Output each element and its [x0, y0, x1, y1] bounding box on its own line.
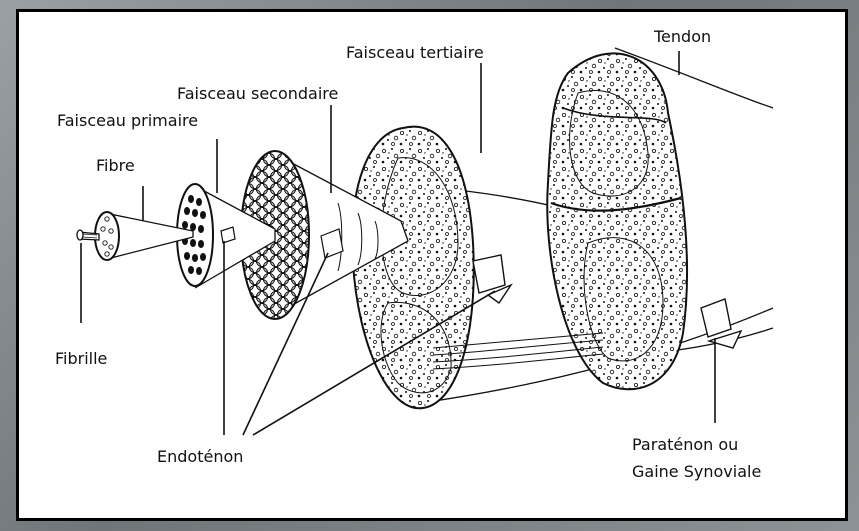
label-fibrille: Fibrille: [55, 349, 107, 368]
label-paratenon-line1: Paraténon ou: [632, 435, 738, 454]
tendon-cross-section: [547, 53, 687, 389]
tendon-structure-diagram: Tendon Faisceau tertiaire Faisceau secon…: [19, 12, 845, 518]
label-faisceau-secondaire: Faisceau secondaire: [177, 84, 338, 103]
label-tendon: Tendon: [653, 27, 711, 46]
diagram-panel: Tendon Faisceau tertiaire Faisceau secon…: [16, 9, 848, 521]
label-endotenon: Endoténon: [157, 447, 243, 466]
label-faisceau-primaire: Faisceau primaire: [57, 111, 198, 130]
label-paratenon-line2: Gaine Synoviale: [632, 462, 761, 481]
label-faisceau-tertiaire: Faisceau tertiaire: [346, 43, 484, 62]
label-fibre: Fibre: [96, 156, 135, 175]
